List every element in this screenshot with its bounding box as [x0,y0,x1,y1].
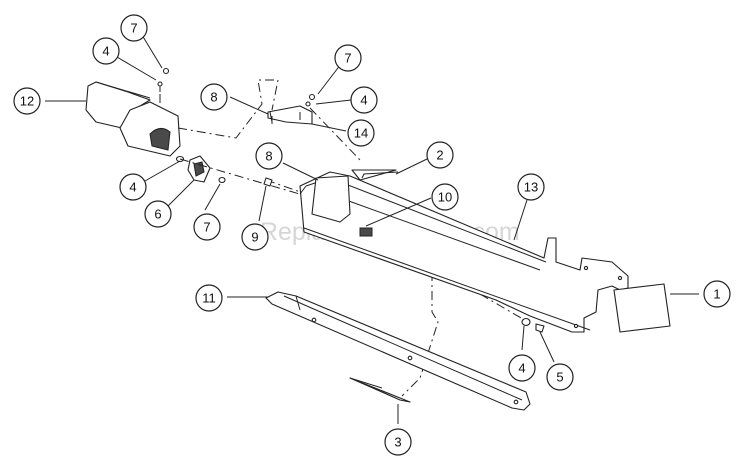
callout-3-label: 3 [394,435,401,450]
callout-14-label: 14 [354,126,368,141]
callout-4a-label: 4 [102,44,109,59]
callout-13: 13 [517,173,545,201]
callout-6: 6 [144,200,172,228]
callout-12: 12 [13,87,41,115]
part-2-plate [351,169,399,181]
part-4-7-top-hardware [157,67,316,107]
callout-1-label: 1 [713,287,720,302]
part-3-plate [349,377,411,403]
callout-1: 1 [703,280,731,308]
callout-14: 14 [347,119,375,147]
part-11-arm [265,291,531,411]
callout-12-label: 12 [20,94,34,109]
callout-5: 5 [546,363,574,391]
part-8-screw-top [269,111,273,123]
callout-10: 10 [431,183,459,211]
part-14-bracket [267,105,313,125]
callout-8b-label: 8 [265,149,272,164]
callout-2: 2 [426,141,454,169]
callout-6-label: 6 [154,207,161,222]
callout-11-label: 11 [202,291,216,306]
callout-4c-label: 4 [129,180,136,195]
callout-10-label: 10 [438,190,452,205]
callout-7-top-middle: 7 [334,44,362,72]
callout-8a-label: 8 [210,90,217,105]
callout-7c-label: 7 [203,220,210,235]
callout-3: 3 [384,428,412,456]
leader-lines [45,34,699,424]
callout-4d-label: 4 [518,361,525,376]
callout-7-left: 7 [193,213,221,241]
callout-9-label: 9 [251,230,258,245]
callout-4-top-middle: 4 [350,86,378,114]
callout-11: 11 [195,284,223,312]
callout-4-left: 4 [119,173,147,201]
callout-4b-label: 4 [360,93,367,108]
part-9-screw [263,177,273,187]
callout-2-label: 2 [436,148,443,163]
callout-4-right: 4 [508,354,536,382]
callout-7b-label: 7 [344,51,351,66]
callout-8-middle: 8 [255,142,283,170]
callout-7-top-left: 7 [120,14,148,42]
callout-7a-label: 7 [130,21,137,36]
callout-13-label: 13 [524,180,538,195]
callout-8-top: 8 [200,83,228,111]
callout-4-top-left: 4 [92,37,120,65]
part-13-main-frame [299,171,629,333]
part-12-cover-housing [85,81,181,157]
callout-9: 9 [241,223,269,251]
part-4-5-right-hardware [521,317,545,333]
callout-5-label: 5 [556,370,563,385]
part-1-label [613,283,671,333]
